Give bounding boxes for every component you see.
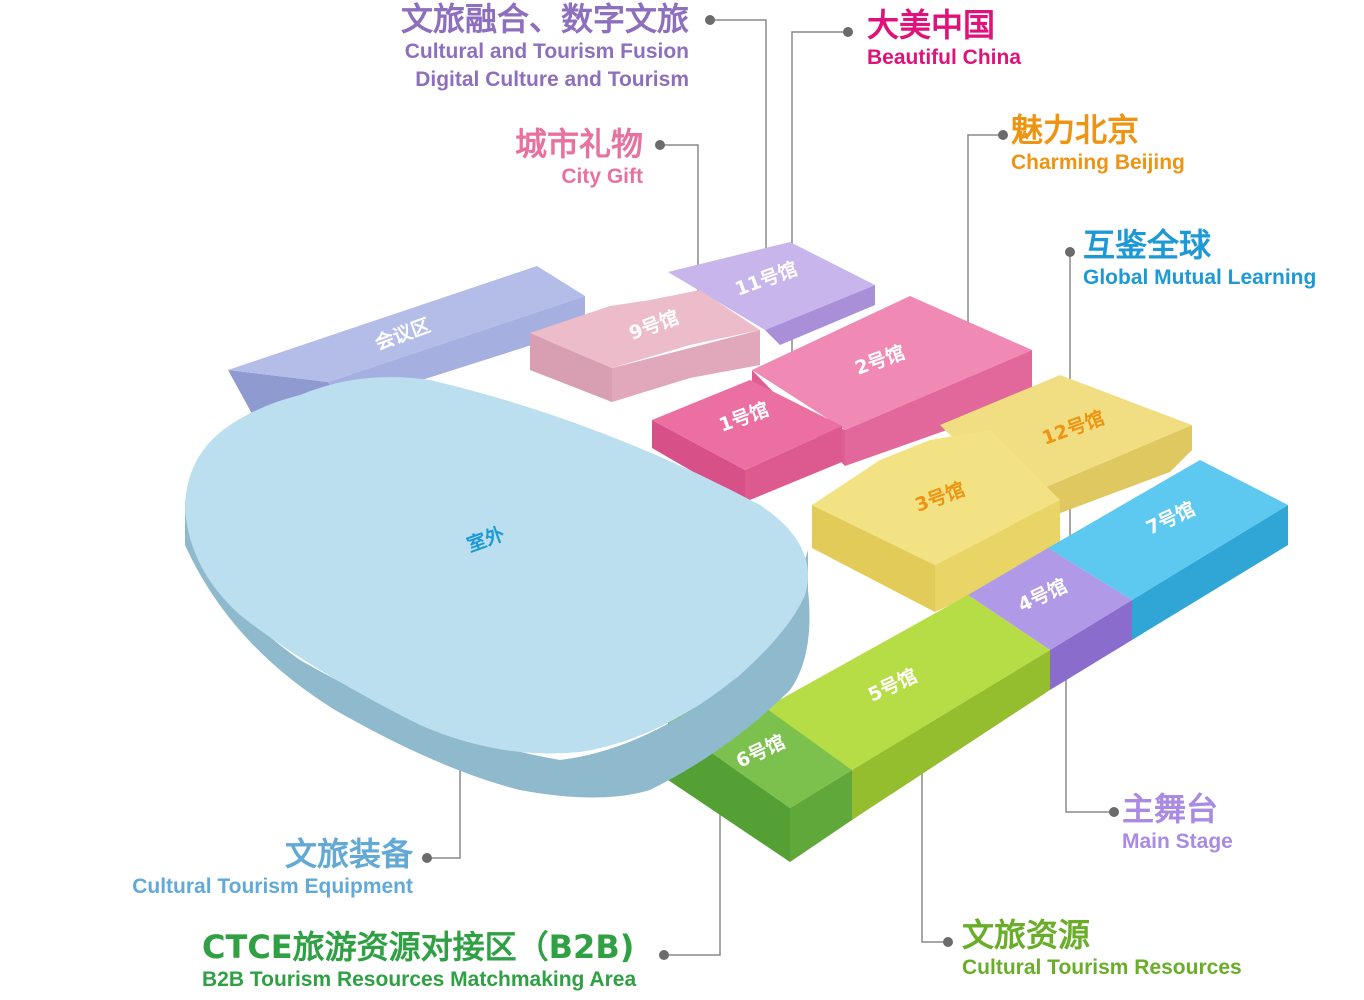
zone-beijing: 魅力北京 Charming Beijing <box>1011 111 1185 177</box>
zone-b2b-subtitle: B2B Tourism Resources Matchmaking Area <box>202 968 637 991</box>
hall-1[interactable] <box>652 380 842 502</box>
leader-dot-resources <box>943 937 953 947</box>
hall-11[interactable] <box>668 242 875 345</box>
zone-global-title: 互鉴全球 <box>1083 226 1212 264</box>
hall-outdoor[interactable] <box>185 377 810 798</box>
hall-5[interactable] <box>765 595 1050 820</box>
zone-equipment-subtitle: Cultural Tourism Equipment <box>132 875 413 898</box>
hall-7[interactable] <box>1048 460 1288 640</box>
leader-dot-fusion <box>705 15 715 25</box>
leader-dot-gift <box>655 140 665 150</box>
leader-dot-global <box>1065 247 1075 257</box>
leader-dot-equipment <box>422 853 432 863</box>
leader-dot-beijing <box>998 130 1008 140</box>
zone-global-subtitle: Global Mutual Learning <box>1083 266 1317 289</box>
zone-b2b-title: CTCE旅游资源对接区（B2B) <box>202 928 635 966</box>
zone-fusion-subtitle-2: Digital Culture and Tourism <box>415 68 689 91</box>
zone-fusion: 文旅融合、数字文旅 Cultural and Tourism Fusion Di… <box>401 0 689 94</box>
zone-beijing-title: 魅力北京 <box>1011 111 1140 149</box>
zone-resources: 文旅资源 Cultural Tourism Resources <box>962 916 1242 982</box>
zone-gift-title: 城市礼物 <box>514 125 643 163</box>
zone-resources-title: 文旅资源 <box>962 916 1091 954</box>
zone-gift: 城市礼物 City Gift <box>515 125 643 191</box>
leader-dot-b2b <box>659 950 669 960</box>
zone-stage-title: 主舞台 <box>1122 790 1219 828</box>
zone-resources-subtitle: Cultural Tourism Resources <box>962 956 1242 979</box>
zone-china: 大美中国 Beautiful China <box>867 6 1021 72</box>
zone-fusion-subtitle-1: Cultural and Tourism Fusion <box>404 40 689 63</box>
zone-beijing-subtitle: Charming Beijing <box>1011 151 1185 174</box>
zone-b2b: CTCE旅游资源对接区（B2B) B2B Tourism Resources M… <box>202 928 636 994</box>
hall-9[interactable] <box>530 290 760 402</box>
hall-4[interactable] <box>968 548 1132 690</box>
leader-dot-china <box>843 27 853 37</box>
zone-fusion-title: 文旅融合、数字文旅 <box>400 0 689 38</box>
zone-gift-subtitle: City Gift <box>561 165 643 188</box>
hall-3[interactable] <box>812 430 1060 612</box>
zone-global: 互鉴全球 Global Mutual Learning <box>1083 226 1316 292</box>
zone-stage: 主舞台 Main Stage <box>1122 790 1233 856</box>
zone-equipment-title: 文旅装备 <box>284 835 413 873</box>
leader-dot-stage <box>1109 807 1119 817</box>
zone-equipment: 文旅装备 Cultural Tourism Equipment <box>132 835 413 901</box>
zone-stage-subtitle: Main Stage <box>1122 830 1233 853</box>
zone-china-subtitle: Beautiful China <box>867 46 1022 69</box>
zone-china-title: 大美中国 <box>867 6 996 44</box>
